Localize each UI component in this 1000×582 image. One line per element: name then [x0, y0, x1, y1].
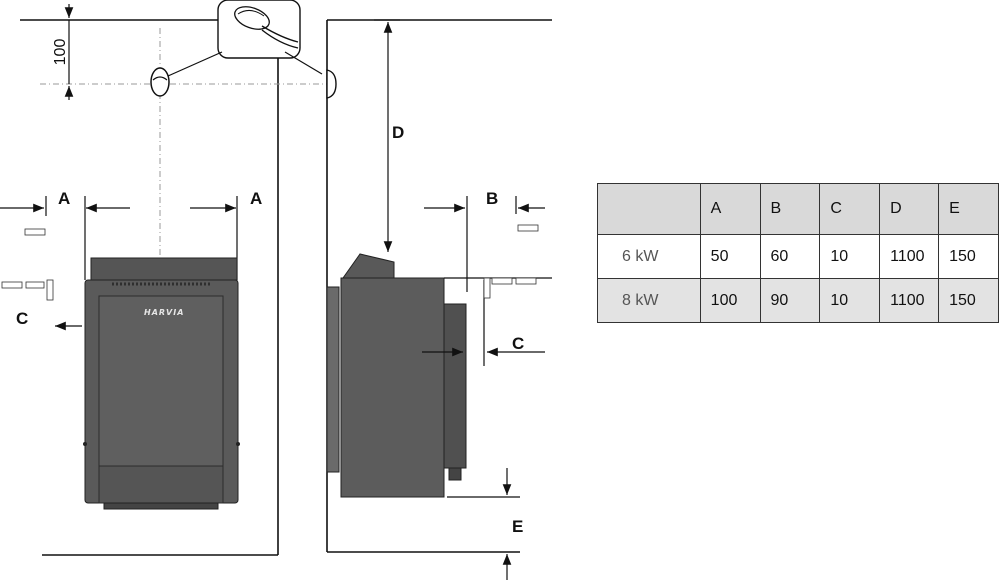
table-row: 6 kW 50 60 10 1100 150 — [597, 234, 999, 279]
dimension-100-label: 100 — [52, 39, 69, 66]
table-row: 8 kW 100 90 10 1100 150 — [597, 278, 999, 323]
table-cell: 150 — [938, 278, 999, 323]
heater-front: HARVIA — [83, 257, 240, 510]
dimension-100: 100 — [52, 4, 74, 100]
table-cell-model: 6 kW — [597, 234, 701, 279]
dimension-d: D — [374, 19, 404, 252]
table-header-cell: C — [819, 183, 881, 235]
heater-side — [326, 253, 467, 498]
clearance-table: A B C D E 6 kW 50 60 10 1100 150 8 kW 10… — [597, 183, 999, 323]
dimension-c-side-label: C — [512, 334, 524, 353]
table-cell: 10 — [819, 234, 881, 279]
table-cell: 90 — [759, 278, 821, 323]
table-header-cell: E — [938, 183, 999, 235]
table-header-cell: A — [699, 183, 761, 235]
table-cell: 100 — [699, 278, 761, 323]
temperature-sensor-side-icon — [326, 69, 337, 99]
table-header-cell: D — [879, 183, 940, 235]
table-cell: 1100 — [879, 234, 940, 279]
dimension-b: B — [424, 189, 545, 292]
table-cell-model: 8 kW — [597, 278, 701, 323]
table-cell: 10 — [819, 278, 881, 323]
side-view: D B C E — [326, 19, 552, 580]
dimension-b-label: B — [486, 189, 498, 208]
dimension-a-right-label: A — [250, 189, 262, 208]
table-cell: 1100 — [879, 278, 940, 323]
dimension-a-left-label: A — [58, 189, 70, 208]
dimension-d-label: D — [392, 123, 404, 142]
heater-brand-logo: HARVIA — [144, 308, 184, 317]
table-cell: 50 — [699, 234, 761, 279]
dimension-c-left-label: C — [16, 309, 28, 328]
front-view: 100 A A — [0, 0, 330, 556]
temperature-sensor-icon — [150, 67, 170, 97]
table-header-cell: B — [759, 183, 821, 235]
insulation-marks-left — [1, 228, 54, 301]
dimension-e-label: E — [512, 517, 523, 536]
table-cell: 60 — [759, 234, 821, 279]
table-cell: 150 — [938, 234, 999, 279]
sensor-detail-callout — [167, 0, 323, 77]
table-header-cell — [597, 183, 701, 235]
dimension-a-left: A — [0, 189, 130, 280]
insulation-marks-right — [483, 224, 539, 299]
dimension-e: E — [447, 468, 523, 580]
table-header-row: A B C D E — [597, 183, 999, 235]
